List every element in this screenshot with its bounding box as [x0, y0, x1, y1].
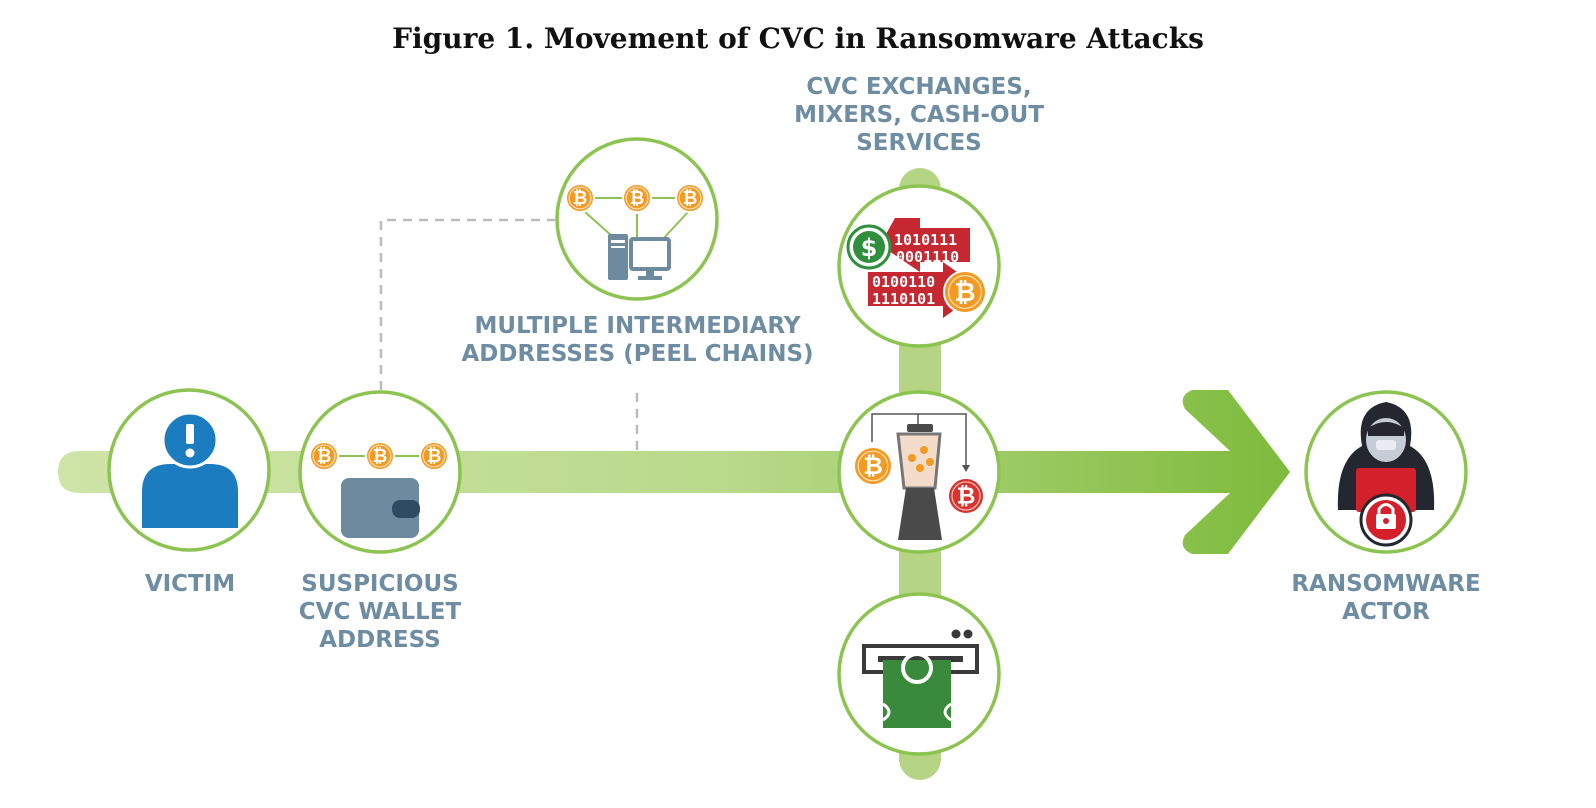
bitcoin-coin-icon: ₿	[309, 441, 339, 471]
bitcoin-coin-icon: ₿	[943, 270, 987, 314]
bitcoin-symbol: ₿	[957, 484, 976, 510]
binary-row-4: 1110101	[872, 290, 935, 308]
blender-mixer-icon	[896, 424, 942, 540]
bitcoin-symbol: ₿	[683, 188, 698, 209]
actor-label: RANSOMWARE ACTOR	[1291, 571, 1481, 625]
cashout-node	[837, 592, 1001, 756]
dollar-coin-icon: $	[846, 224, 892, 270]
victim-label: VICTIM	[144, 571, 236, 597]
bitcoin-coin-icon: ₿	[947, 477, 985, 515]
dollar-symbol: $	[861, 234, 878, 262]
binary-row-1: 1010111	[894, 231, 957, 249]
bitcoin-symbol: ₿	[373, 446, 388, 467]
atm-cash-icon	[862, 629, 979, 728]
bitcoin-coin-icon: ₿	[365, 441, 395, 471]
bitcoin-symbol: ₿	[954, 278, 975, 308]
bitcoin-coin-icon: ₿	[853, 446, 893, 486]
wallet-label: SUSPICIOUS CVC WALLET ADDRESS	[298, 571, 462, 653]
hooded-hacker-icon	[1337, 402, 1435, 547]
wallet-icon	[341, 478, 420, 538]
bitcoin-symbol: ₿	[427, 446, 442, 467]
exchanges-label: CVC EXCHANGES, MIXERS, CASH-OUT SERVICES	[794, 74, 1044, 156]
intermediary-label: MULTIPLE INTERMEDIARY ADDRESSES (PEEL CH…	[461, 313, 814, 367]
bitcoin-symbol: ₿	[317, 446, 332, 467]
bitcoin-symbol: ₿	[863, 452, 883, 480]
binary-row-3: 0100110	[872, 273, 935, 291]
bitcoin-coin-icon: ₿	[622, 183, 652, 213]
binary-row-2: 0001110	[896, 248, 959, 266]
victim-node	[107, 388, 271, 552]
wallet-node	[298, 390, 462, 554]
coins-layer: ₿ ₿ ₿ ₿ ₿ ₿ ₿ ₿ ₿	[309, 183, 987, 515]
bitcoin-coin-icon: ₿	[565, 183, 595, 213]
person-alert-icon	[142, 411, 238, 528]
actor-node	[1304, 390, 1468, 554]
bitcoin-coin-icon: ₿	[675, 183, 705, 213]
bitcoin-coin-icon: ₿	[419, 441, 449, 471]
dashed-connector-wallet	[379, 218, 555, 390]
exchange-node: 1010111 0001110 0100110 1110101 $	[837, 184, 1001, 348]
bitcoin-symbol: ₿	[630, 188, 645, 209]
bitcoin-symbol: ₿	[573, 188, 588, 209]
figure-title: Figure 1. Movement of CVC in Ransomware …	[392, 22, 1204, 55]
computer-network-icon	[608, 234, 671, 280]
main-flow-arrow	[58, 390, 1290, 554]
intermediary-node	[555, 137, 719, 301]
